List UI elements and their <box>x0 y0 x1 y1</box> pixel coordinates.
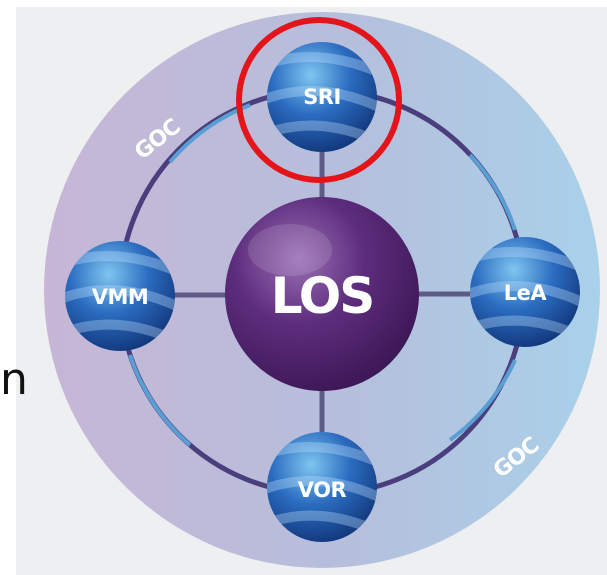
ring-highlight <box>468 153 517 231</box>
node-vor-label: VOR <box>298 478 347 502</box>
ring-highlight <box>448 359 517 442</box>
center-node-los: LOS <box>225 197 419 391</box>
center-node-label: LOS <box>271 267 374 325</box>
side-text-fragment: n <box>0 354 28 405</box>
ring-highlight <box>128 354 192 447</box>
highlight-ring <box>236 17 402 183</box>
node-lea-label: LeA <box>504 281 548 305</box>
node-sri: SRI <box>267 42 377 152</box>
node-sri-label: SRI <box>303 85 341 109</box>
node-vmm-label: VMM <box>92 285 149 309</box>
